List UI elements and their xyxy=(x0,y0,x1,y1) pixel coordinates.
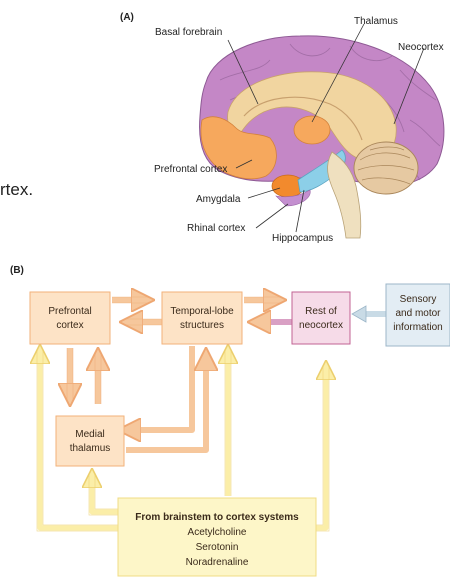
panel-b: (B) xyxy=(10,265,450,576)
box-brainstem-item1: Acetylcholine xyxy=(188,527,247,538)
box-sensory-line2: and motor xyxy=(395,308,441,319)
label-neocortex: Neocortex xyxy=(398,42,444,53)
box-brainstem-item3: Noradrenaline xyxy=(186,557,249,568)
box-prefrontal-line1: Prefrontal xyxy=(48,306,91,317)
box-medial-thalamus: Medial thalamus xyxy=(56,416,124,466)
panel-b-tag: (B) xyxy=(10,265,24,276)
blue-arrow-head xyxy=(352,306,366,322)
label-basal-forebrain: Basal forebrain xyxy=(155,27,222,38)
panel-a: (A) rtex. xyxy=(0,12,444,244)
box-rest-line2: neocortex xyxy=(299,320,343,331)
label-rhinal-cortex: Rhinal cortex xyxy=(187,223,245,234)
brain-illustration xyxy=(200,36,444,238)
thalamus-region xyxy=(294,116,330,144)
box-brainstem-item2: Serotonin xyxy=(196,542,239,553)
label-thalamus: Thalamus xyxy=(354,16,398,27)
box-brainstem-title: From brainstem to cortex systems xyxy=(135,512,299,523)
box-sensory-motor: Sensory and motor information xyxy=(386,284,450,346)
box-sensory-line3: information xyxy=(393,322,442,333)
box-temporal-lobe: Temporal-lobe structures xyxy=(162,292,242,344)
panel-a-tag: (A) xyxy=(120,12,134,23)
box-rest-line1: Rest of xyxy=(305,306,337,317)
box-medial-line1: Medial xyxy=(75,429,104,440)
box-brainstem-systems: From brainstem to cortex systems Acetylc… xyxy=(118,498,316,576)
cropped-text-fragment: rtex. xyxy=(0,180,33,199)
box-medial-line2: thalamus xyxy=(70,443,111,454)
box-temporal-line2: structures xyxy=(180,320,224,331)
box-temporal-line1: Temporal-lobe xyxy=(170,306,234,317)
box-prefrontal-cortex: Prefrontal cortex xyxy=(30,292,110,344)
label-hippocampus: Hippocampus xyxy=(272,233,333,244)
box-sensory-line1: Sensory xyxy=(400,294,437,305)
box-prefrontal-line2: cortex xyxy=(56,320,83,331)
box-rest-of-neocortex: Rest of neocortex xyxy=(292,292,350,344)
label-prefrontal-cortex: Prefrontal cortex xyxy=(154,164,227,175)
cerebellum-region xyxy=(354,142,418,194)
label-amygdala: Amygdala xyxy=(196,194,241,205)
